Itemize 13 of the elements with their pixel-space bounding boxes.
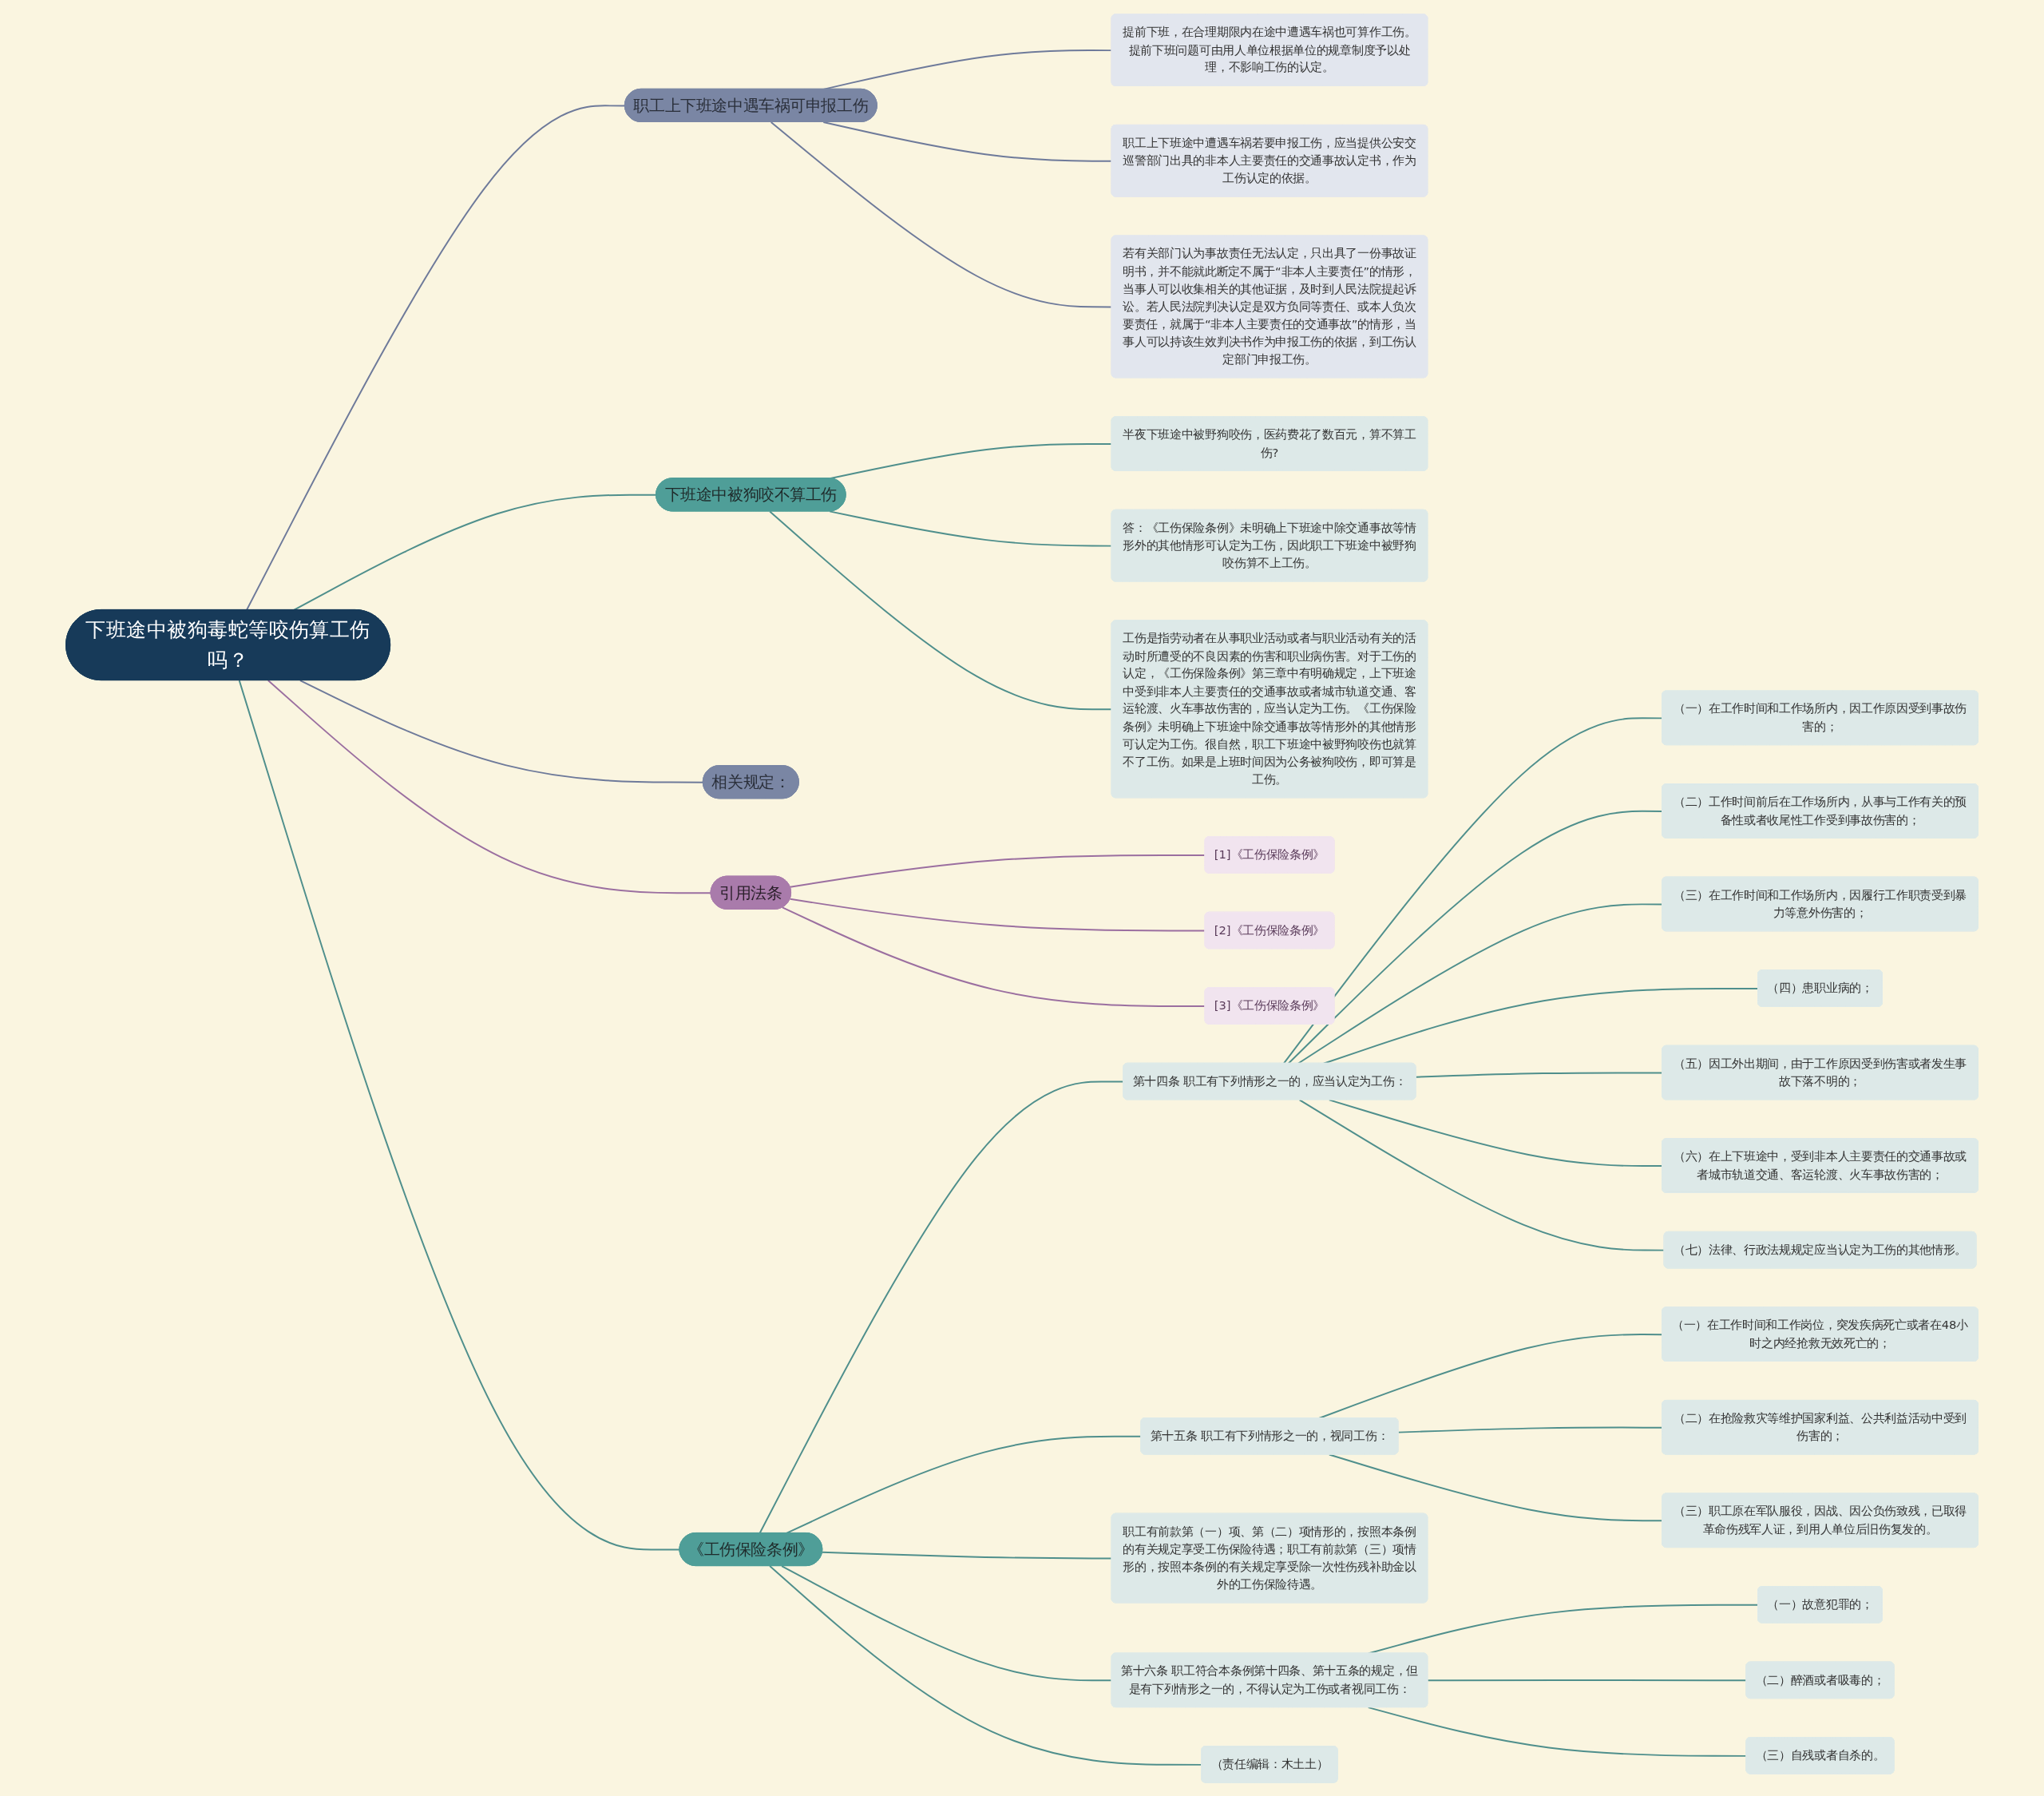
connector	[299, 679, 704, 783]
connector	[789, 898, 1206, 931]
connector	[770, 121, 1113, 307]
connector	[822, 121, 1113, 162]
connector	[822, 1551, 1113, 1560]
connector	[782, 906, 1206, 1007]
connector	[829, 509, 1113, 547]
connector	[789, 854, 1206, 888]
connector	[769, 509, 1113, 710]
connector	[1298, 1098, 1666, 1251]
connector	[238, 679, 681, 1550]
connector	[781, 1564, 1113, 1681]
connector	[267, 679, 712, 894]
